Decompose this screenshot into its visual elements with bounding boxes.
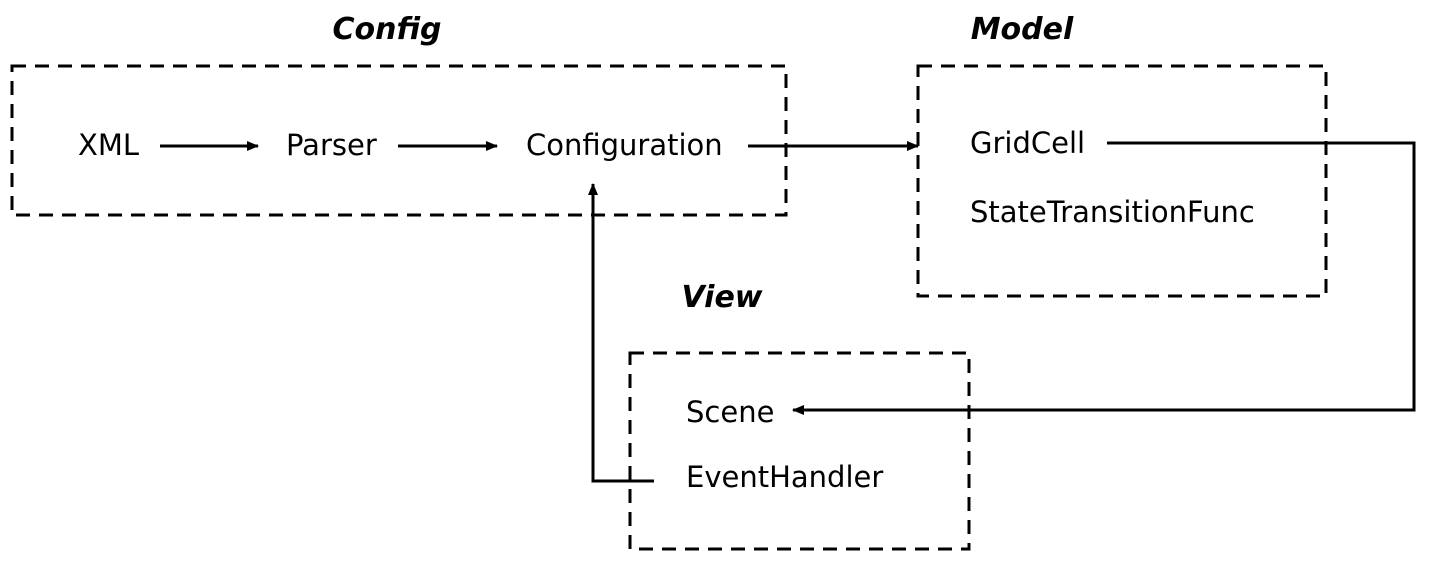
node-parser: Parser bbox=[286, 128, 377, 162]
node-scene: Scene bbox=[686, 395, 774, 429]
edge-eventhandler-to-configuration bbox=[588, 183, 654, 483]
node-event-handler: EventHandler bbox=[686, 460, 883, 494]
view-group-title: View bbox=[681, 280, 762, 315]
node-gridcell: GridCell bbox=[970, 126, 1085, 160]
edge-gridcell-to-scene bbox=[792, 141, 1416, 415]
config-group-title: Config bbox=[332, 12, 441, 47]
node-state-transition-func: StateTransitionFunc bbox=[970, 195, 1255, 229]
view-group-box bbox=[628, 351, 971, 551]
node-configuration: Configuration bbox=[526, 128, 723, 162]
model-group-box bbox=[916, 64, 1328, 298]
model-group-title: Model bbox=[971, 12, 1074, 47]
node-xml: XML bbox=[78, 128, 139, 162]
config-group-box bbox=[10, 64, 788, 217]
